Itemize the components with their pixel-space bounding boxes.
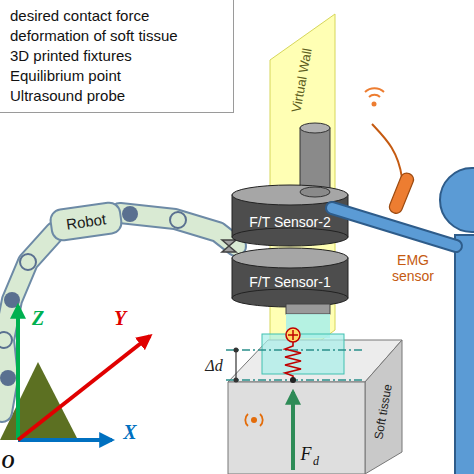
force-subscript: d: [313, 454, 319, 469]
coordinate-axes: [18, 306, 150, 440]
spring: [285, 342, 301, 380]
legend-row: deformation of soft tissue: [10, 26, 221, 46]
legend-row: Ultrasound probe: [10, 86, 221, 106]
axis-label: Y: [114, 307, 126, 330]
legend-text: desired contact force: [10, 6, 149, 26]
legend-text: 3D printed fixtures: [10, 46, 132, 66]
deformation-bracket: [234, 348, 239, 383]
contact-point: [290, 377, 296, 383]
node-text: EMG sensor: [386, 252, 440, 284]
force-label: F: [301, 444, 312, 465]
sensor-stack: [232, 123, 348, 314]
node-text: F/T Sensor-2: [249, 214, 330, 230]
sensor-box: F/T Sensor-1: [245, 272, 334, 292]
robot-link-box: Robot: [48, 201, 124, 244]
equilibrium-point: [286, 328, 300, 342]
legend-text: Equilibrium point: [10, 66, 121, 86]
node-text: Robot: [65, 211, 107, 234]
legend-box: desired contact forcedeformation of soft…: [0, 0, 234, 113]
axis-label: X: [123, 421, 136, 444]
legend-text: Ultrasound probe: [10, 86, 125, 106]
node-text: F/T Sensor-1: [249, 274, 330, 290]
legend-row: Equilibrium point: [10, 66, 221, 86]
legend-row: 3D printed fixtures: [10, 46, 221, 66]
ultrasound-wave-icon: [245, 414, 262, 426]
force-arrow: [291, 392, 295, 470]
legend-row: desired contact force: [10, 6, 221, 26]
legend-text: deformation of soft tissue: [10, 26, 178, 46]
ultrasound-probe: [262, 314, 344, 374]
operator-figure: [332, 168, 474, 474]
sensor-box: F/T Sensor-2: [245, 212, 334, 232]
origin-label: O: [2, 452, 15, 473]
robot-arm: [0, 206, 236, 412]
axis-label: Z: [32, 307, 44, 330]
emg-sensor-label: EMG sensor: [384, 250, 442, 286]
deformation-label: Δd: [205, 357, 222, 375]
emg-device: [365, 88, 415, 215]
